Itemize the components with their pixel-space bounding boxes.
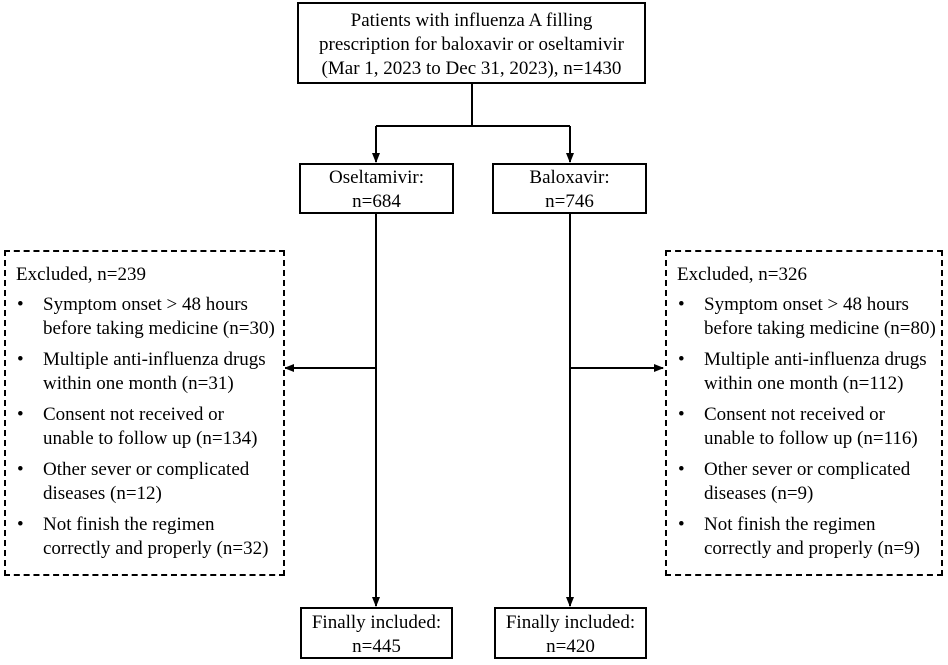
list-item-line: unable to follow up (n=116) (704, 428, 918, 449)
bullet-icon: • (678, 349, 685, 370)
oseltamivir-arm-label: Oseltamivir: (329, 167, 424, 188)
list-item-line: Symptom onset > 48 hours (704, 294, 909, 315)
list-item-line: diseases (n=9) (704, 483, 814, 504)
bullet-icon: • (678, 404, 685, 425)
baloxavir-arm-label: Baloxavir: (529, 167, 610, 188)
list-item-line: correctly and properly (n=32) (43, 538, 269, 559)
bullet-icon: • (17, 404, 24, 425)
baloxavir-excluded-box: Excluded, n=326 • Symptom onset > 48 hou… (665, 250, 943, 576)
oseltamivir-final-count: n=445 (352, 636, 401, 657)
list-item: • Other sever or complicated diseases (n… (667, 458, 941, 506)
baloxavir-excluded-header: Excluded, n=326 (677, 264, 807, 285)
baloxavir-final-box: Finally included: n=420 (494, 607, 647, 659)
list-item: • Consent not received or unable to foll… (667, 403, 941, 451)
list-item-line: before taking medicine (n=80) (704, 318, 936, 339)
oseltamivir-final-label: Finally included: (311, 612, 442, 633)
list-item: • Other sever or complicated diseases (n… (6, 458, 283, 506)
list-item-line: Symptom onset > 48 hours (43, 294, 248, 315)
baloxavir-arm-count: n=746 (545, 191, 594, 212)
bullet-icon: • (17, 294, 24, 315)
oseltamivir-excluded-header: Excluded, n=239 (16, 264, 146, 285)
oseltamivir-final-box: Finally included: n=445 (300, 607, 453, 659)
enrollment-line-2: prescription for baloxavir or oseltamivi… (319, 34, 624, 55)
oseltamivir-excluded-box: Excluded, n=239 • Symptom onset > 48 hou… (4, 250, 285, 576)
baloxavir-final-label: Finally included: (505, 612, 636, 633)
enrollment-line-3: (Mar 1, 2023 to Dec 31, 2023), n=1430 (321, 58, 622, 79)
list-item: • Not finish the regimen correctly and p… (6, 513, 283, 561)
list-item-line: Not finish the regimen (43, 514, 215, 535)
list-item-line: Other sever or complicated (704, 459, 911, 480)
oseltamivir-exclusion-list: • Symptom onset > 48 hours before taking… (6, 293, 283, 568)
enrollment-line-1: Patients with influenza A filling (350, 10, 593, 31)
list-item-line: diseases (n=12) (43, 483, 162, 504)
list-item-line: Other sever or complicated (43, 459, 250, 480)
list-item-line: within one month (n=31) (43, 373, 234, 394)
bullet-icon: • (678, 459, 685, 480)
list-item: • Multiple anti-influenza drugs within o… (6, 348, 283, 396)
oseltamivir-arm-count: n=684 (352, 191, 401, 212)
oseltamivir-arm-box: Oseltamivir: n=684 (299, 163, 454, 214)
bullet-icon: • (17, 514, 24, 535)
list-item-line: Consent not received or (43, 404, 224, 425)
list-item-line: Consent not received or (704, 404, 885, 425)
baloxavir-exclusion-list: • Symptom onset > 48 hours before taking… (667, 293, 941, 568)
baloxavir-final-count: n=420 (546, 636, 595, 657)
list-item-line: within one month (n=112) (704, 373, 904, 394)
enrollment-box: Patients with influenza A filling prescr… (297, 2, 646, 84)
list-item-line: before taking medicine (n=30) (43, 318, 275, 339)
list-item-line: Not finish the regimen (704, 514, 876, 535)
list-item-line: Multiple anti-influenza drugs (43, 349, 266, 370)
bullet-icon: • (678, 514, 685, 535)
list-item-line: unable to follow up (n=134) (43, 428, 258, 449)
list-item: • Not finish the regimen correctly and p… (667, 513, 941, 561)
baloxavir-arm-box: Baloxavir: n=746 (492, 163, 647, 214)
list-item: • Multiple anti-influenza drugs within o… (667, 348, 941, 396)
list-item-line: Multiple anti-influenza drugs (704, 349, 927, 370)
list-item: • Symptom onset > 48 hours before taking… (667, 293, 941, 341)
list-item-line: correctly and properly (n=9) (704, 538, 920, 559)
bullet-icon: • (17, 349, 24, 370)
list-item: • Consent not received or unable to foll… (6, 403, 283, 451)
bullet-icon: • (17, 459, 24, 480)
list-item: • Symptom onset > 48 hours before taking… (6, 293, 283, 341)
bullet-icon: • (678, 294, 685, 315)
